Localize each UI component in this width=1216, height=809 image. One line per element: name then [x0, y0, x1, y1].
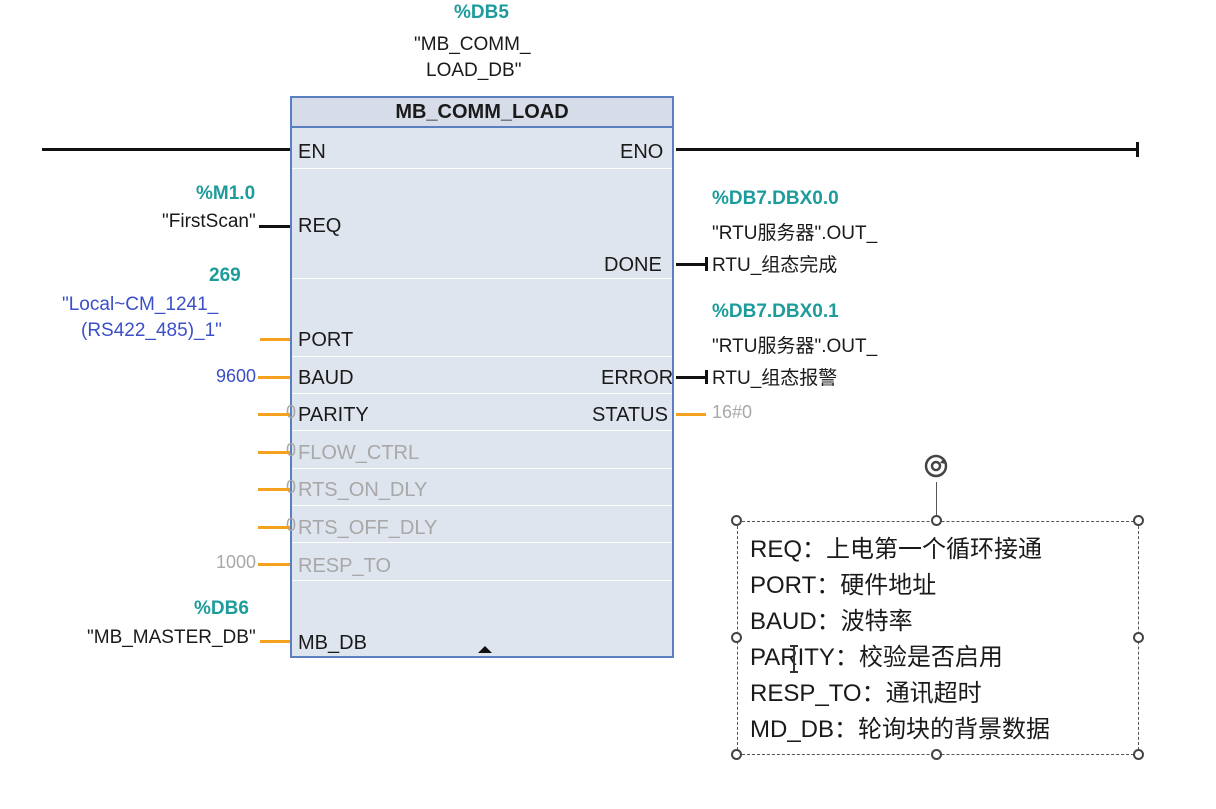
error-tag-line2[interactable]: RTU_组态报警	[712, 368, 838, 389]
pin-en: EN	[298, 141, 326, 163]
done-address[interactable]: %DB7.DBX0.0	[712, 188, 839, 209]
mb-db-wire	[260, 640, 290, 643]
instance-db-address: %DB5	[454, 2, 509, 23]
mb-db-tag[interactable]: "MB_MASTER_DB"	[87, 627, 256, 648]
resize-handle-middle-left[interactable]	[731, 632, 742, 643]
resize-handle-top-left[interactable]	[731, 515, 742, 526]
baud-wire	[258, 376, 290, 379]
annotation-textbox[interactable]: REQ：上电第一个循环接通 PORT：硬件地址 BAUD：波特率 PARITY：…	[737, 521, 1139, 755]
parity-wire	[258, 413, 290, 416]
rts-on-dly-wire	[258, 488, 290, 491]
resize-handle-bottom-center[interactable]	[931, 749, 942, 760]
baud-value[interactable]: 9600	[216, 366, 257, 386]
note-line-parity: PARITY：校验是否启用	[750, 644, 1003, 671]
req-wire	[259, 225, 290, 228]
done-wire	[676, 263, 706, 266]
error-address[interactable]: %DB7.DBX0.1	[712, 301, 839, 322]
pin-error: ERROR	[601, 367, 674, 389]
rotate-handle-stem	[936, 482, 937, 516]
mb-db-address[interactable]: %DB6	[194, 598, 249, 619]
block-title: MB_COMM_LOAD	[292, 98, 672, 128]
function-block[interactable]: MB_COMM_LOAD	[290, 96, 674, 658]
pin-port: PORT	[298, 329, 354, 351]
port-address[interactable]: 269	[209, 265, 241, 286]
resize-handle-top-right[interactable]	[1133, 515, 1144, 526]
pin-rts-on-dly: RTS_ON_DLY	[298, 479, 428, 501]
rotate-handle-icon[interactable]	[920, 450, 952, 482]
text-cursor-icon	[789, 645, 799, 673]
req-tag[interactable]: "FirstScan"	[162, 211, 256, 232]
rts-off-dly-wire	[258, 526, 290, 529]
error-wire-tick	[705, 370, 708, 384]
port-tag-line1[interactable]: "Local~CM_1241_	[62, 294, 219, 315]
done-tag-line1[interactable]: "RTU服务器".OUT_	[712, 223, 878, 244]
rts-on-dly-value[interactable]: 0	[286, 477, 297, 497]
resize-handle-bottom-right[interactable]	[1133, 749, 1144, 760]
pin-baud: BAUD	[298, 367, 354, 389]
resize-handle-top-center[interactable]	[931, 515, 942, 526]
resp-to-wire	[258, 563, 290, 566]
pin-resp-to: RESP_TO	[298, 555, 391, 577]
pin-status: STATUS	[592, 404, 668, 426]
resp-to-value[interactable]: 1000	[216, 552, 257, 572]
instance-db-name-line1: "MB_COMM_	[414, 34, 531, 55]
port-wire	[260, 338, 290, 341]
pin-req: REQ	[298, 215, 342, 237]
resize-handle-middle-right[interactable]	[1133, 632, 1144, 643]
note-line-resp-to: RESP_TO：通讯超时	[750, 680, 982, 707]
pin-rts-off-dly: RTS_OFF_DLY	[298, 517, 438, 539]
expand-arrow-icon[interactable]	[478, 646, 492, 653]
done-tag-line2[interactable]: RTU_组态完成	[712, 255, 838, 276]
rts-off-dly-value[interactable]: 0	[286, 515, 297, 535]
port-tag-line2[interactable]: (RS422_485)_1"	[81, 320, 222, 341]
note-line-baud: BAUD：波特率	[750, 608, 913, 635]
pin-mb-db: MB_DB	[298, 632, 367, 654]
eno-rail-right	[676, 148, 1138, 151]
error-wire	[676, 376, 706, 379]
flow-ctrl-wire	[258, 451, 290, 454]
req-address[interactable]: %M1.0	[196, 183, 256, 204]
status-value[interactable]: 16#0	[712, 402, 753, 422]
pin-done: DONE	[604, 254, 662, 276]
pin-flow-ctrl: FLOW_CTRL	[298, 442, 420, 464]
power-rail-left	[42, 148, 290, 151]
instance-db-name-line2: LOAD_DB"	[426, 60, 522, 81]
rail-end-tick	[1136, 142, 1139, 157]
error-tag-line1[interactable]: "RTU服务器".OUT_	[712, 336, 878, 357]
flow-ctrl-value[interactable]: 0	[286, 440, 297, 460]
pin-eno: ENO	[620, 141, 664, 163]
note-line-mb-db: MD_DB：轮询块的背景数据	[750, 716, 1051, 743]
pin-parity: PARITY	[298, 404, 369, 426]
parity-value[interactable]: 0	[286, 402, 297, 422]
note-line-port: PORT：硬件地址	[750, 572, 937, 599]
status-wire	[676, 413, 706, 416]
note-line-req: REQ：上电第一个循环接通	[750, 536, 1043, 563]
done-wire-tick	[705, 257, 708, 271]
resize-handle-bottom-left[interactable]	[731, 749, 742, 760]
